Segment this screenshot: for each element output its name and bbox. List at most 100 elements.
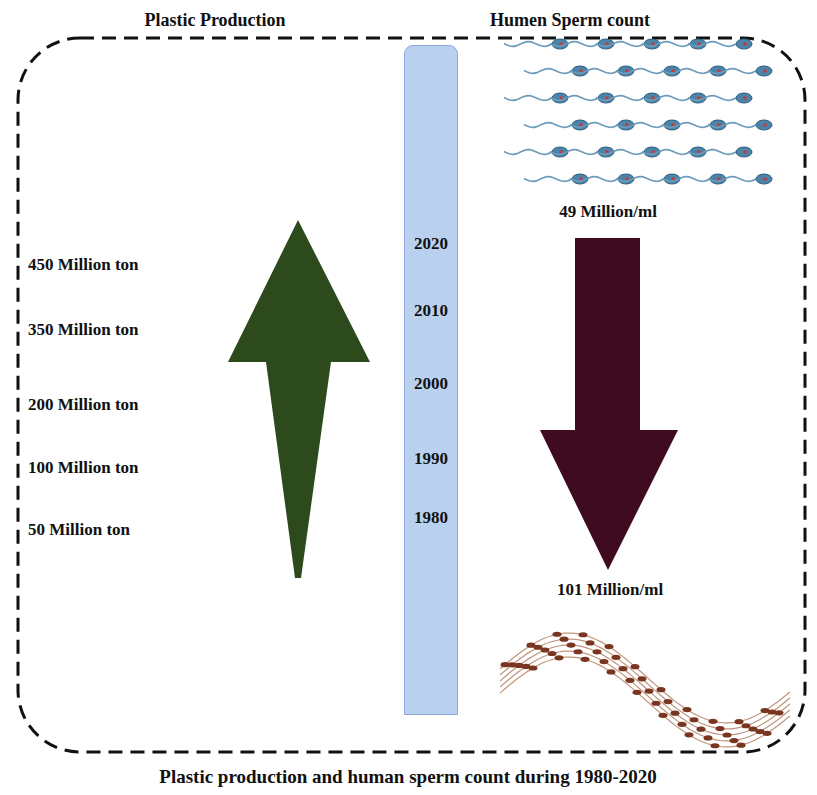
sperm-head: [716, 726, 725, 731]
sperm-tail: [616, 177, 664, 182]
sperm-tail: [662, 123, 710, 128]
sperm-tail: [500, 645, 790, 735]
sperm-tail: [688, 42, 736, 47]
sperm-tail: [708, 69, 756, 74]
sperm-head: [652, 701, 661, 706]
up-arrow: [228, 220, 370, 578]
sperm-head: [607, 669, 616, 674]
sperm-head: [664, 699, 673, 704]
sperm-tail: [500, 651, 790, 741]
sperm-tail: [596, 96, 644, 101]
sperm-head: [763, 731, 772, 736]
sperm-tail: [642, 150, 690, 155]
sperm-head: [560, 637, 569, 642]
sperm-head: [737, 743, 746, 748]
year-label: 1990: [414, 448, 448, 470]
sperm-tail: [708, 123, 756, 128]
sperm-head: [529, 665, 538, 670]
sperm-nucleus: [743, 42, 747, 46]
sperm-nucleus: [763, 177, 767, 181]
sperm-nucleus: [763, 123, 767, 127]
column-heading: Humen Sperm count: [490, 9, 650, 31]
sperm-head: [711, 743, 720, 748]
sperm-tail: [570, 69, 618, 74]
year-label: 2000: [414, 373, 448, 395]
sperm-wave: [500, 632, 790, 749]
sperm-tail: [642, 42, 690, 47]
year-label: 2010: [414, 300, 448, 322]
sperm-head: [645, 688, 654, 693]
sperm-head: [685, 732, 694, 737]
sperm-head: [567, 642, 576, 647]
value-label: 100 Million ton: [28, 457, 139, 479]
sperm-head: [736, 147, 752, 157]
sperm-head: [704, 735, 713, 740]
sperm-head: [633, 690, 642, 695]
sperm-nucleus: [743, 96, 747, 100]
sperm-tail: [570, 123, 618, 128]
value-label: 50 Million ton: [28, 519, 130, 541]
sperm-head: [697, 727, 706, 732]
sperm-tail: [616, 123, 664, 128]
down-arrow: [540, 238, 678, 570]
sperm-head: [671, 711, 680, 716]
value-label: 200 Million ton: [28, 394, 139, 416]
sperm-tail: [688, 150, 736, 155]
sperm-head: [638, 676, 647, 681]
sperm-tail: [524, 177, 572, 182]
sperm-head: [631, 664, 640, 669]
sperm-tail: [550, 42, 598, 47]
sperm-head: [555, 655, 564, 660]
sperm-tail: [504, 42, 552, 47]
sperm-head: [756, 174, 772, 184]
sperm-tail: [662, 177, 710, 182]
sperm-head: [657, 687, 666, 692]
sperm-tail: [596, 150, 644, 155]
sperm-tail: [500, 657, 790, 747]
sperm-head: [756, 66, 772, 76]
sperm-tail: [688, 96, 736, 101]
column-heading: Plastic Production: [144, 9, 285, 31]
sperm-head: [742, 723, 751, 728]
sperm-head: [678, 722, 687, 727]
sperm-tail: [642, 96, 690, 101]
sperm-head: [593, 649, 602, 654]
sperm-tail: [550, 150, 598, 155]
timeline-bar: 20202010200019901980: [404, 45, 458, 715]
caption: Plastic production and human sperm count…: [159, 766, 656, 788]
sperm-head: [548, 651, 557, 656]
sperm-head: [612, 655, 621, 660]
sperm-head: [736, 93, 752, 103]
sperm-head: [775, 710, 784, 715]
sperm-tail: [524, 123, 572, 128]
sperm-head: [605, 644, 614, 649]
sperm-head: [541, 647, 550, 652]
dashed-frame: [18, 38, 805, 752]
sperm-tail: [616, 69, 664, 74]
sperm-head: [574, 649, 583, 654]
sperm-head: [736, 39, 752, 49]
sperm-tail: [504, 150, 552, 155]
sperm-head: [730, 738, 739, 743]
sperm-head: [683, 707, 692, 712]
sperm-tail: [524, 69, 572, 74]
value-label: 350 Million ton: [28, 319, 139, 341]
sperm-head: [581, 657, 590, 662]
sperm-head: [626, 678, 635, 683]
sperm-head: [735, 719, 744, 724]
sperm-head: [579, 632, 588, 637]
sperm-tail: [550, 96, 598, 101]
sperm-head: [586, 640, 595, 645]
sperm-tail: [500, 633, 790, 723]
year-label: 1980: [414, 507, 448, 529]
sperm-tail: [570, 177, 618, 182]
sperm-head: [756, 120, 772, 130]
sperm-cluster: [504, 39, 772, 184]
value-label: 49 Million/ml: [559, 201, 657, 223]
sperm-tail: [708, 177, 756, 182]
sperm-nucleus: [763, 69, 767, 73]
sperm-nucleus: [743, 150, 747, 154]
sperm-head: [709, 719, 718, 724]
sperm-head: [723, 732, 732, 737]
sperm-tail: [500, 639, 790, 729]
